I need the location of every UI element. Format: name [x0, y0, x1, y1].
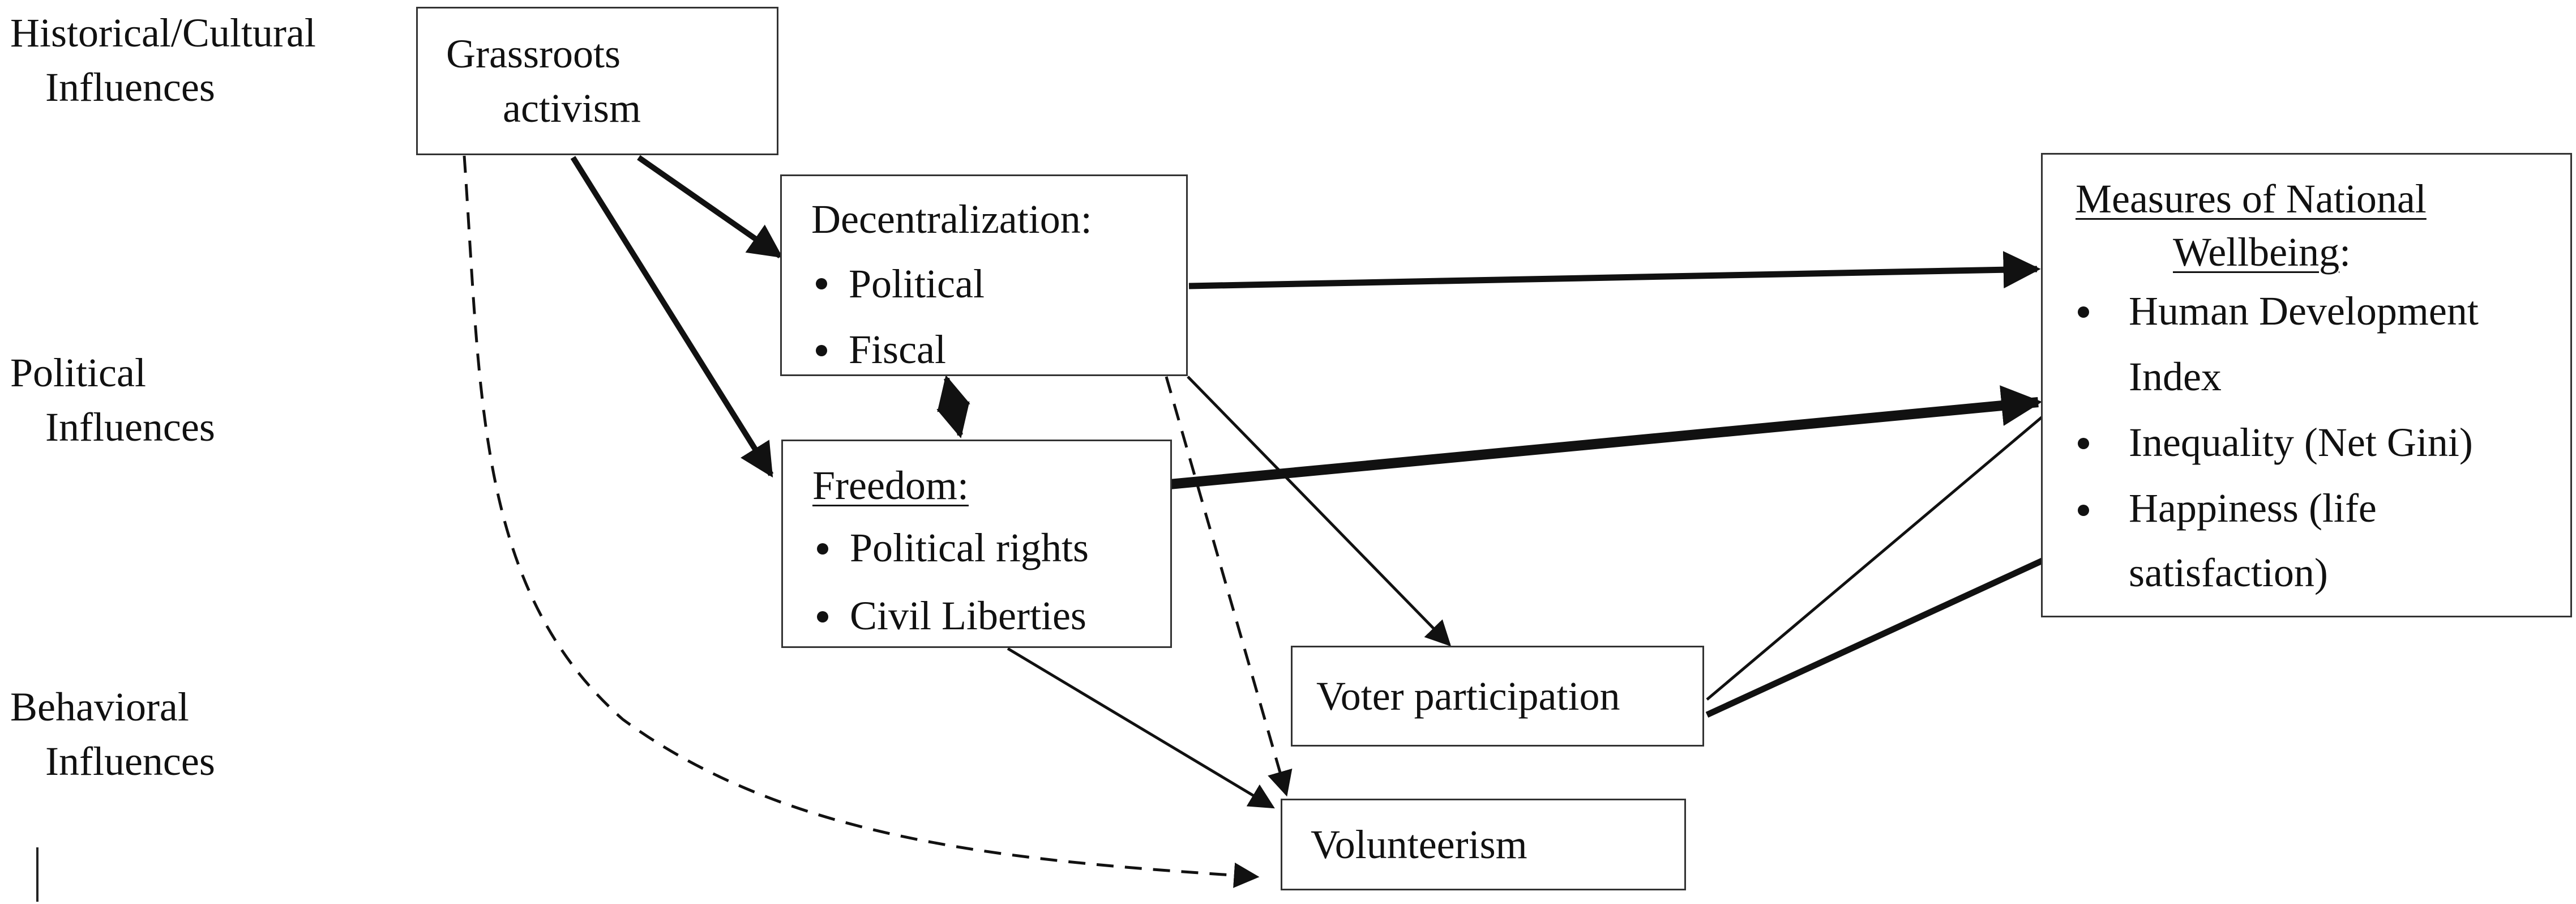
bullet-icon — [2078, 306, 2089, 318]
historical-influences-label: Historical/Cultural Influences — [10, 6, 316, 114]
wellbeing-title-line1: Measures of National — [2076, 176, 2427, 221]
node-freedom: Freedom: Political rights Civil Libertie… — [781, 440, 1172, 648]
arrow-freedom-to-volunteerism — [1007, 647, 1275, 809]
bullet-icon — [817, 543, 828, 555]
arrow-decentralization-to-volunteerism — [1165, 376, 1293, 797]
bullet-icon — [2078, 505, 2089, 516]
grassroots-line2: activism — [503, 86, 641, 131]
wellbeing-item-hdi-line2: Index — [2129, 354, 2222, 399]
wellbeing-item-happiness-line1: Happiness (life — [2129, 485, 2377, 531]
political-influences-line2: Influences — [45, 404, 215, 450]
decentralization-item-fiscal: Fiscal — [849, 327, 946, 372]
freedom-title: Freedom: — [812, 463, 969, 508]
bullet-icon — [816, 278, 827, 289]
behavioral-influences-label: Behavioral Influences — [10, 680, 215, 788]
node-grassroots-activism: Grassroots activism — [416, 7, 778, 155]
node-measures-of-national-wellbeing: Measures of National Wellbeing: Human De… — [2041, 153, 2572, 617]
historical-influences-line1: Historical/Cultural — [10, 10, 316, 56]
wellbeing-item-happiness-line2: satisfaction) — [2129, 550, 2328, 595]
node-volunteerism: Volunteerism — [1281, 799, 1686, 890]
node-decentralization: Decentralization: Political Fiscal — [780, 174, 1188, 376]
arrow-grassroots-to-freedom — [570, 156, 774, 478]
volunteerism-label: Volunteerism — [1311, 822, 1527, 867]
grassroots-line1: Grassroots — [446, 31, 621, 76]
freedom-item-political-rights: Political rights — [850, 525, 1089, 570]
wellbeing-item-hdi-line1: Human Development — [2129, 288, 2479, 334]
bullet-icon — [2078, 438, 2089, 449]
freedom-item-civil-liberties: Civil Liberties — [850, 593, 1086, 638]
political-influences-line1: Political — [10, 350, 146, 395]
decentralization-item-political: Political — [849, 261, 985, 306]
bullet-icon — [816, 345, 827, 356]
arrow-decentralization-to-wellbeing — [1188, 251, 2041, 289]
arrow-grassroots-to-volunteerism — [463, 155, 1260, 888]
wellbeing-title-colon: : — [2339, 229, 2351, 275]
decentralization-title: Decentralization: — [811, 197, 1092, 242]
arrow-decentralization-to-voter — [1187, 376, 1452, 647]
wellbeing-title-word: Wellbeing — [2173, 229, 2340, 275]
node-voter-participation: Voter participation — [1291, 646, 1704, 747]
political-influences-label: Political Influences — [10, 346, 215, 454]
text-cursor — [36, 847, 38, 902]
arrow-grassroots-to-decentralization — [637, 155, 783, 259]
bullet-icon — [817, 611, 828, 622]
behavioral-influences-line1: Behavioral — [10, 684, 189, 730]
arrow-decentralization-freedom-bidirectional — [936, 375, 970, 438]
historical-influences-line2: Influences — [45, 65, 215, 110]
voter-participation-label: Voter participation — [1316, 673, 1620, 719]
wellbeing-item-inequality: Inequality (Net Gini) — [2129, 420, 2473, 465]
behavioral-influences-line2: Influences — [45, 739, 215, 784]
arrow-freedom-to-wellbeing — [1169, 385, 2043, 489]
wellbeing-title-line2: Wellbeing: — [2173, 225, 2351, 279]
